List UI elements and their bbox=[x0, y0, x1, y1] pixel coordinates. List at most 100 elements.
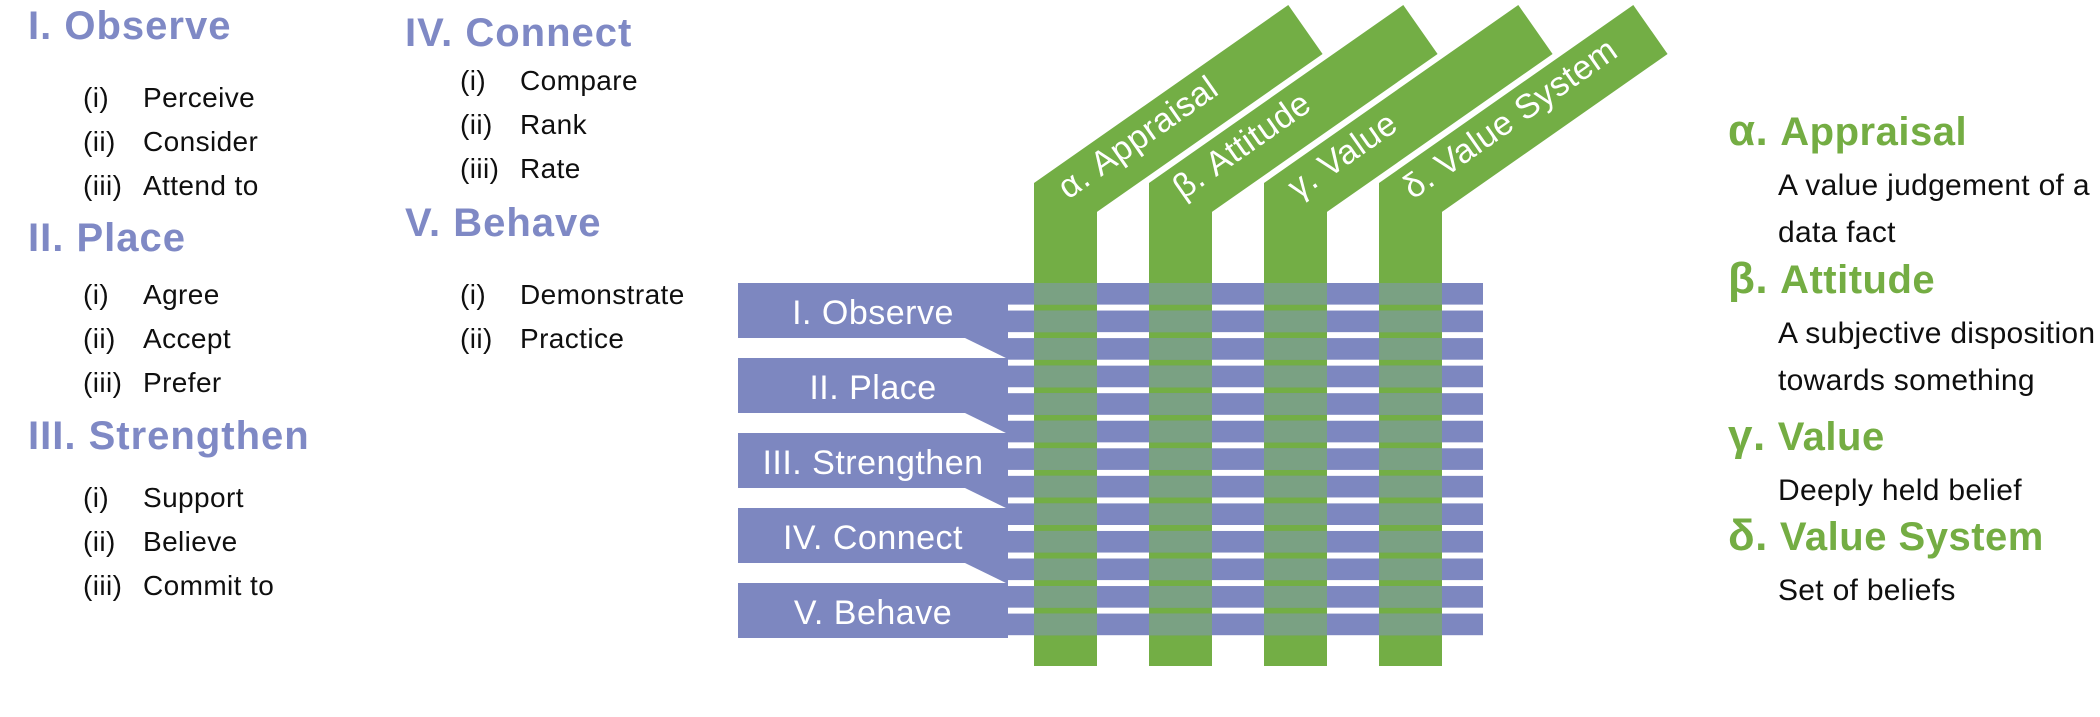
outline-item-label: Accept bbox=[143, 323, 231, 354]
weft-tine bbox=[1008, 310, 1483, 333]
outline-item-number: (i) bbox=[83, 279, 110, 310]
weave-overlap-cell bbox=[1034, 393, 1097, 415]
outline-item-label: Believe bbox=[143, 526, 238, 557]
outline-item-label: Compare bbox=[520, 65, 638, 96]
weave-overlap-cell bbox=[1264, 420, 1327, 443]
weave-overlap-cell bbox=[1149, 613, 1212, 636]
weave-overlap-cell bbox=[1034, 558, 1097, 581]
green-ribbon-4 bbox=[1379, 5, 1668, 666]
alpha-symbol: α. bbox=[1728, 106, 1769, 155]
weft-tine bbox=[1008, 448, 1483, 470]
outline-item-label: Consider bbox=[143, 126, 259, 157]
weft-tine bbox=[1008, 393, 1483, 415]
weave-overlap-cell bbox=[1034, 586, 1097, 608]
weave-overlap-cell bbox=[1264, 586, 1327, 608]
weave-overlap-cell bbox=[1149, 586, 1212, 608]
legend-entry-appraisal: α.Appraisal A value judgement of a data … bbox=[1728, 106, 2100, 256]
outline-item-label: Commit to bbox=[143, 570, 275, 601]
weave-overlap-cell bbox=[1379, 530, 1442, 553]
weft-tine bbox=[1008, 475, 1483, 498]
outline-item: (iii)Attend to bbox=[83, 164, 259, 208]
green-ribbon-3 bbox=[1264, 5, 1553, 666]
weave-overlap-cell bbox=[1149, 448, 1212, 470]
weave-overlap-cell bbox=[1034, 503, 1097, 525]
outline-heading-observe: I. Observe bbox=[28, 4, 232, 48]
weave-overlap-cell bbox=[1034, 310, 1097, 333]
weft-tine bbox=[1008, 338, 1483, 360]
legend-heading: β.Attitude bbox=[1728, 254, 2100, 306]
legend-definition: A value judgement of a data fact bbox=[1778, 169, 2090, 249]
weave-overlap-cell bbox=[1034, 365, 1097, 388]
weave-overlap-cell bbox=[1149, 283, 1212, 305]
beta-symbol: β. bbox=[1728, 254, 1769, 303]
weave-overlap-cell bbox=[1149, 365, 1212, 388]
matrix-row-banner-3 bbox=[738, 433, 1008, 488]
weave-overlap-cell bbox=[1149, 558, 1212, 581]
outline-item-number: (ii) bbox=[83, 126, 116, 157]
weave-overlap-cell bbox=[1264, 475, 1327, 498]
weft-tine bbox=[1008, 558, 1483, 581]
legend-entry-value: γ.Value Deeply held belief bbox=[1728, 411, 2100, 514]
weave-overlap-cell bbox=[1264, 365, 1327, 388]
outline-item: (i)Perceive bbox=[83, 76, 259, 120]
legend-term: Attitude bbox=[1780, 258, 1936, 302]
weave-overlap-cell bbox=[1264, 310, 1327, 333]
gamma-symbol: γ. bbox=[1728, 411, 1766, 460]
outline-item-number: (iii) bbox=[460, 153, 500, 184]
weave-overlap-cell bbox=[1034, 283, 1097, 305]
outline-item-label: Perceive bbox=[143, 82, 256, 113]
outline-item-number: (i) bbox=[460, 279, 487, 310]
outline-item: (iii) Prefer bbox=[83, 361, 231, 405]
weave-overlap-cell bbox=[1149, 338, 1212, 360]
legend-definition: Deeply held belief bbox=[1778, 474, 2022, 507]
legend-definition: Set of beliefs bbox=[1778, 574, 1956, 607]
outline-item: (ii)Practice bbox=[460, 317, 685, 361]
row-connector-wedge-2 bbox=[965, 413, 1008, 434]
row-connector-wedge-4 bbox=[965, 563, 1008, 584]
weave-overlap-cell bbox=[1264, 448, 1327, 470]
matrix-row-banner-2 bbox=[738, 358, 1008, 413]
weave-overlap-cell bbox=[1379, 338, 1442, 360]
outline-section-behave: V. Behave (i)Demonstrate (ii)Practice bbox=[405, 199, 685, 361]
green-ribbon-2 bbox=[1149, 5, 1438, 666]
outline-item: (ii)Rank bbox=[460, 103, 638, 147]
weave-overlap-cell bbox=[1264, 503, 1327, 525]
weave-overlap-cell bbox=[1379, 558, 1442, 581]
weave-overlap-cell bbox=[1264, 558, 1327, 581]
legend-term: Appraisal bbox=[1780, 110, 1968, 154]
outline-item-label: Rank bbox=[520, 109, 587, 140]
weft-tine bbox=[1008, 530, 1483, 553]
legend-heading: δ.Value System bbox=[1728, 511, 2100, 563]
outline-item-label: Support bbox=[143, 482, 244, 513]
weave-overlap-cell bbox=[1264, 283, 1327, 305]
outline-item-label: Attend to bbox=[143, 170, 259, 201]
outline-item-label: Prefer bbox=[143, 367, 222, 398]
weave-overlap-cell bbox=[1264, 338, 1327, 360]
weave-overlap-cell bbox=[1379, 283, 1442, 305]
matrix-row-label: I. Observe bbox=[792, 294, 954, 332]
outline-heading-strengthen: III. Strengthen bbox=[28, 414, 310, 458]
weave-overlap-cell bbox=[1379, 586, 1442, 608]
outline-heading-place: II. Place bbox=[28, 216, 186, 260]
weave-overlap-cell bbox=[1149, 310, 1212, 333]
row-connector-wedge-1 bbox=[965, 338, 1008, 359]
outline-item: (i) Support bbox=[83, 476, 310, 520]
weave-overlap-cell bbox=[1379, 475, 1442, 498]
outline-item-number: (iii) bbox=[83, 570, 123, 601]
outline-section-observe: I. Observe (i)Perceive (ii) Consider (iii… bbox=[28, 2, 259, 208]
outline-section-place: II. Place (i)Agree (ii)Accept (iii)Prefe… bbox=[28, 214, 231, 405]
outline-item: (i)Demonstrate bbox=[460, 273, 685, 317]
outline-item-number: (i) bbox=[460, 65, 487, 96]
matrix-row-label: IV. Connect bbox=[783, 519, 963, 557]
weft-tine bbox=[1008, 283, 1483, 305]
legend-term: Value bbox=[1777, 415, 1885, 459]
matrix-row-label: III. Strengthen bbox=[762, 444, 983, 482]
outline-item-number: (i) bbox=[83, 482, 110, 513]
weave-overlap-cell bbox=[1264, 393, 1327, 415]
outline-heading-behave: V. Behave bbox=[405, 201, 602, 245]
outline-item-number: (iii) bbox=[83, 367, 123, 398]
green-ribbon-1 bbox=[1034, 5, 1323, 666]
weave-overlap-cell bbox=[1034, 448, 1097, 470]
legend-heading: γ.Value bbox=[1728, 411, 2100, 463]
